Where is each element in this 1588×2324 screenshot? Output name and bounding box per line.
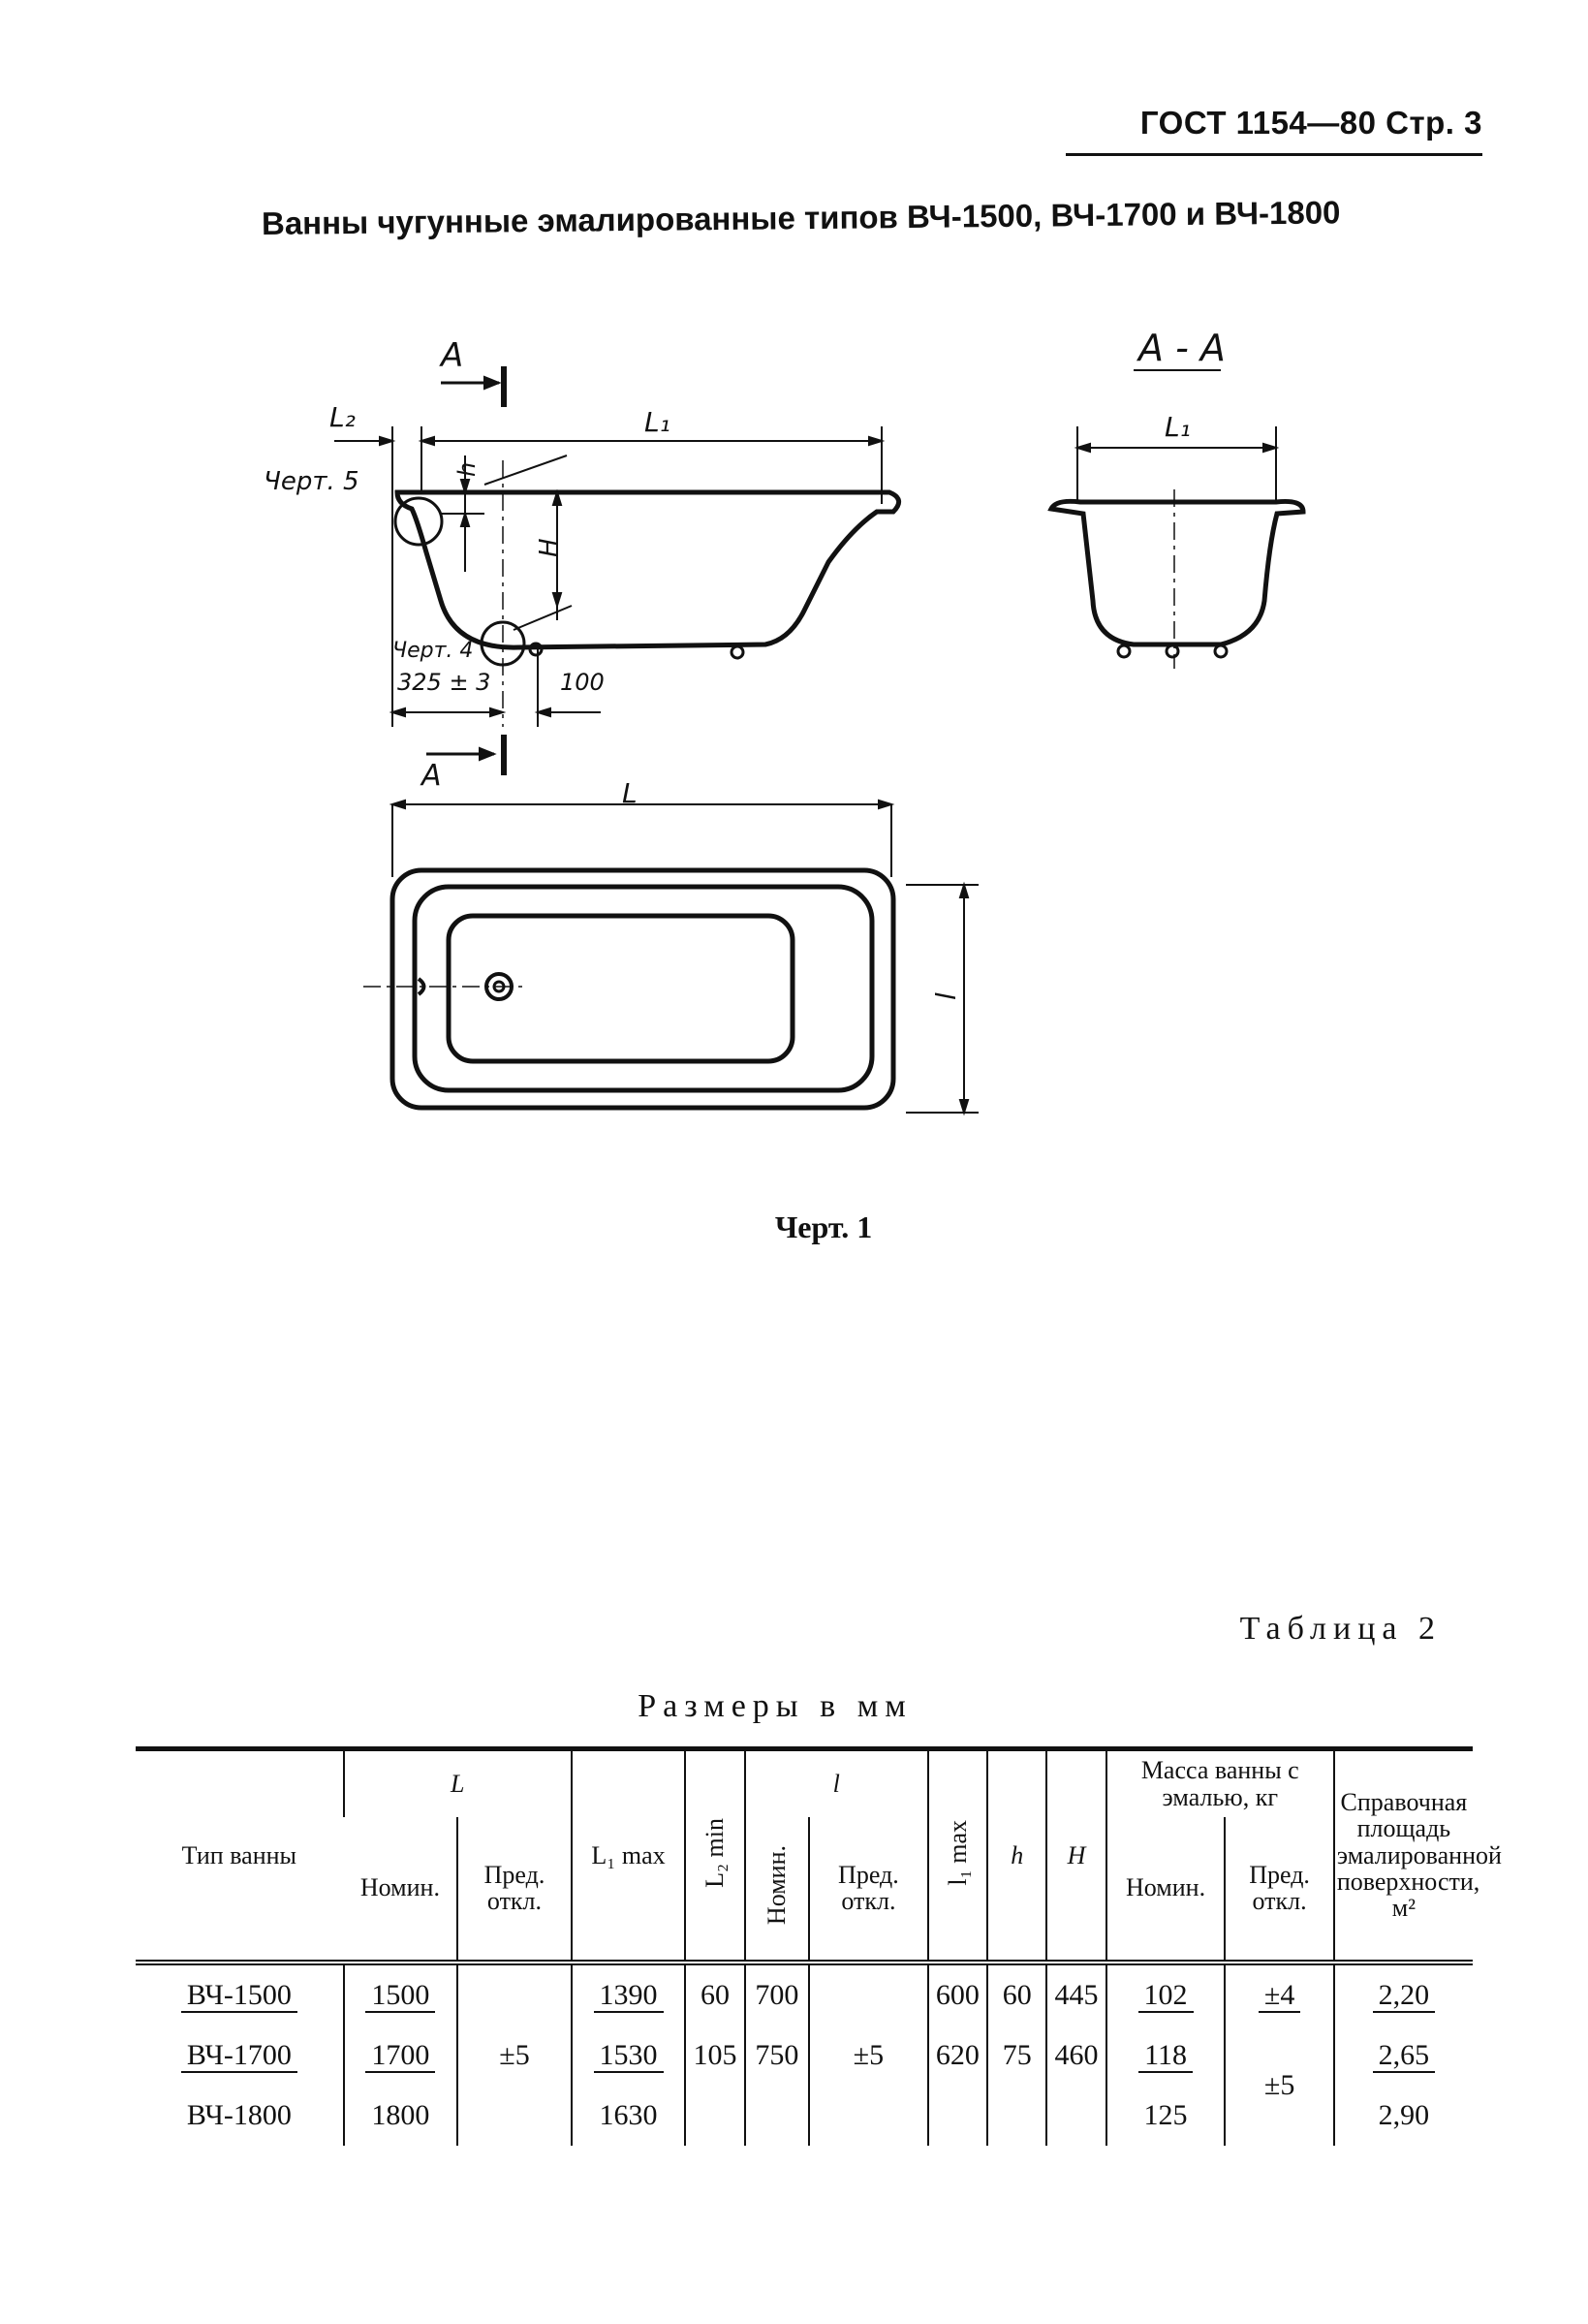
shared-L-tol: ±5 xyxy=(456,1962,572,2146)
table-number: Таблица 2 xyxy=(1239,1611,1442,1647)
table-units: Размеры в мм xyxy=(638,1688,913,1724)
dim-L2-label: L₂ xyxy=(329,401,356,433)
section-view-label: А - А xyxy=(1136,327,1226,369)
technical-drawing: А А А - А L₂ L₁ L₁ h H Черт. 5 Черт. 4 3… xyxy=(264,327,1306,1116)
dim-h-label: h xyxy=(453,462,481,477)
bath-side-profile xyxy=(394,489,902,650)
header-H: H xyxy=(1045,1746,1106,1965)
header-mass-tol: Пред. откл. xyxy=(1224,1816,1334,1965)
header-l: l xyxy=(743,1746,928,1817)
header-mass-nom: Номин. xyxy=(1105,1816,1226,1965)
bath-plan-outer xyxy=(389,867,896,1111)
header-L1max: L₁ max xyxy=(570,1746,686,1965)
header-L: L xyxy=(342,1746,572,1817)
bath-plan-bowl xyxy=(446,913,795,1064)
bath-plan-rim xyxy=(412,884,875,1093)
header-l1max: l₁ max xyxy=(926,1746,988,1965)
header-L-nom: Номин. xyxy=(343,1816,458,1965)
header-mass: Масса ванны с эмалью, кг xyxy=(1105,1746,1334,1817)
table-row: ВЧ-1700 1700 1530 105 750 620 75 460 118… xyxy=(136,2025,1473,2146)
page-header: ГОСТ 1154—80 Стр. 3 xyxy=(1139,105,1482,141)
dim-L1-section-label: L₁ xyxy=(1165,411,1191,443)
header-h: h xyxy=(986,1746,1047,1965)
section-label-top: А xyxy=(439,336,463,375)
header-L-tol: Пред. откл. xyxy=(456,1816,572,1965)
header-L2min: L₂ min xyxy=(684,1746,745,1965)
detail5-label: Черт. 5 xyxy=(264,467,359,496)
detail4-label: Черт. 4 xyxy=(392,639,473,663)
dim-L1-label: L₁ xyxy=(644,406,670,438)
header-rule xyxy=(1066,153,1482,156)
dim-l-label: l xyxy=(930,992,962,1000)
header-l-nom: Номин. xyxy=(743,1816,810,1965)
figure-caption: Черт. 1 xyxy=(774,1209,873,1244)
section-label-bottom: А xyxy=(420,759,442,793)
dim-L-label: L xyxy=(622,777,638,809)
header-area: Справочная площадь эмалированной поверхн… xyxy=(1332,1746,1502,1965)
header-type: Тип ванны xyxy=(136,1746,344,1965)
detail5-circle xyxy=(393,496,444,547)
dimensions-table: Тип ванны L L₁ max L₂ min l l₁ max h H М… xyxy=(136,1746,1502,2146)
table-row: ВЧ-1500 1500 ±5 1390 60 700 ±5 600 60 44… xyxy=(136,1962,1473,2146)
shared-l-tol: ±5 xyxy=(808,1962,928,2146)
dim-100-label: 100 xyxy=(560,669,605,696)
table-row: ВЧ-1800 1800 1630 125 2,90 xyxy=(136,2085,1473,2146)
header-l-tol: Пред. откл. xyxy=(808,1816,928,1965)
bath-cross-section xyxy=(1047,498,1306,647)
dim-325-label: 325 ± 3 xyxy=(397,669,490,696)
dim-H-label: H xyxy=(535,538,564,557)
